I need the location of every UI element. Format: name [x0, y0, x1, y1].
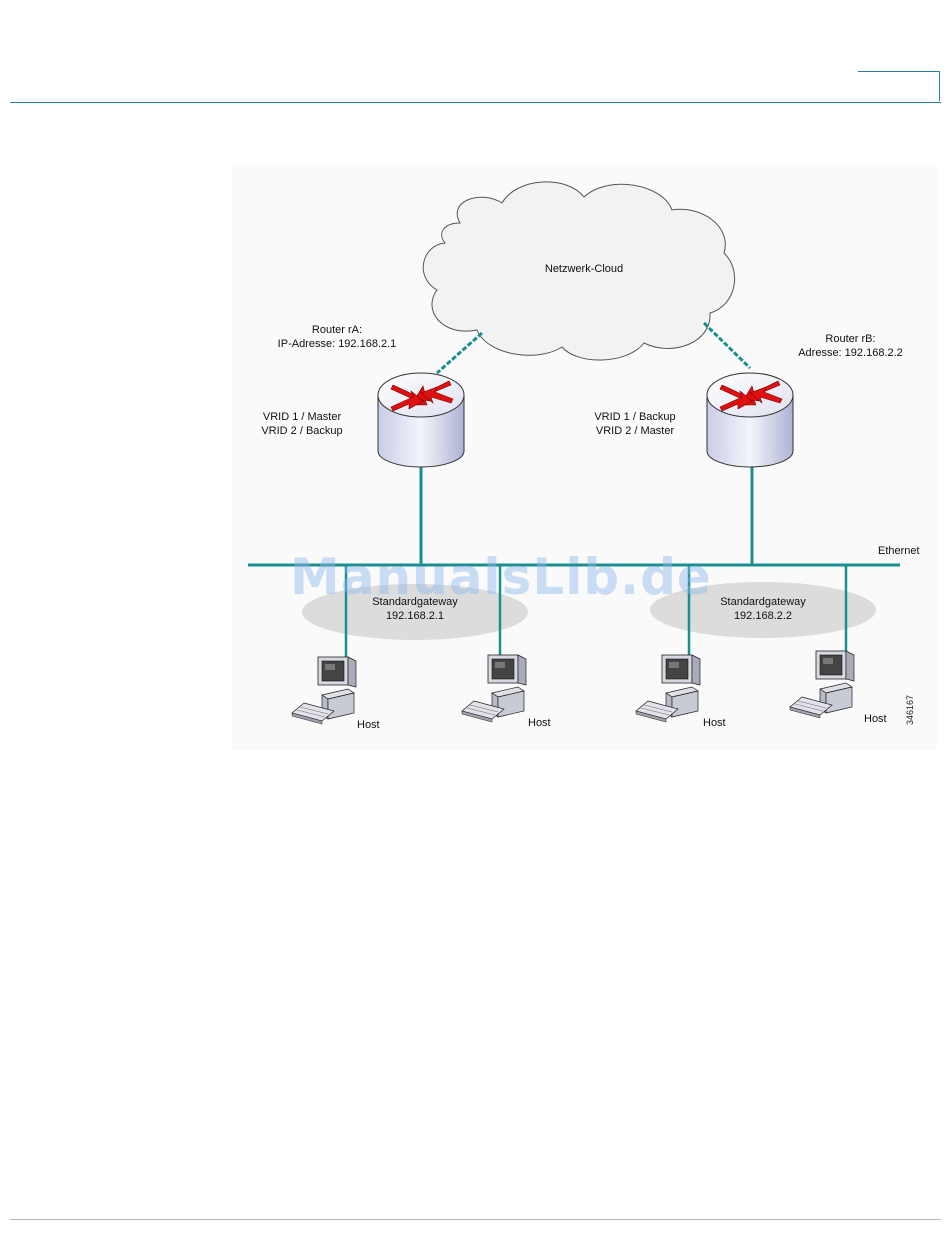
footer-rule	[10, 1219, 941, 1220]
host-2-icon	[462, 655, 526, 722]
router-a-vrid1: VRID 1 / Master	[242, 410, 362, 424]
host-4-icon	[790, 651, 854, 718]
router-a-vrid2: VRID 2 / Backup	[242, 424, 362, 438]
diagram-canvas	[232, 165, 937, 750]
router-a-title: Router rA:	[252, 323, 422, 337]
router-b-address: Adresse: 192.168.2.2	[783, 346, 918, 360]
header-tab	[858, 71, 940, 101]
router-a-address: IP-Adresse: 192.168.2.1	[252, 337, 422, 351]
host-4-label: Host	[864, 712, 887, 726]
router-b-vrid1: VRID 1 / Backup	[575, 410, 695, 424]
figure-id: 346167	[905, 695, 915, 725]
router-b-icon	[707, 373, 793, 467]
gateway-a-ip: 192.168.2.1	[355, 609, 475, 623]
cloud-label: Netzwerk-Cloud	[524, 262, 644, 276]
host-3-label: Host	[703, 716, 726, 730]
gateway-b-label: Standardgateway	[703, 595, 823, 609]
header-rule	[10, 102, 941, 103]
watermark: ManualsLib.de	[290, 548, 712, 606]
gateway-b-ip: 192.168.2.2	[703, 609, 823, 623]
host-1-label: Host	[357, 718, 380, 732]
router-b-title: Router rB:	[783, 332, 918, 346]
router-a-icon	[378, 373, 464, 467]
vrrp-topology-diagram: Netzwerk-Cloud Router rA: IP-Adresse: 19…	[232, 165, 937, 750]
host-3-icon	[636, 655, 700, 722]
host-2-label: Host	[528, 716, 551, 730]
host-1-icon	[292, 657, 356, 724]
ethernet-label: Ethernet	[878, 544, 920, 558]
router-b-vrid2: VRID 2 / Master	[575, 424, 695, 438]
